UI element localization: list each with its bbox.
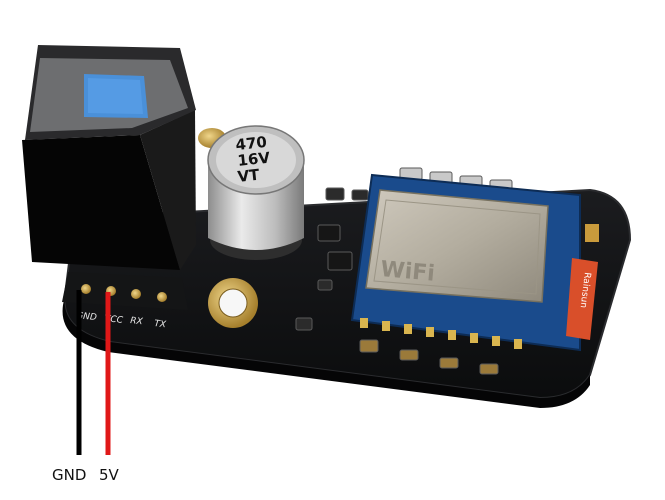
connector-block bbox=[22, 45, 196, 270]
pin-label-vcc: VCC bbox=[104, 314, 124, 326]
ceramic-antenna: Rainsun bbox=[566, 258, 598, 340]
capacitor-label-series: VT bbox=[237, 166, 261, 186]
pin-label-rx: RX bbox=[130, 316, 144, 327]
mounting-hole bbox=[208, 278, 258, 328]
smd-components bbox=[295, 167, 513, 375]
pin-label-tx: TX bbox=[154, 319, 167, 330]
capacitor: 470 16V VT bbox=[207, 125, 305, 260]
header-pins: GND VCC RX TX bbox=[62, 272, 188, 330]
capacitor-label-voltage: 16V bbox=[237, 149, 272, 170]
antenna-label: Rainsun bbox=[578, 272, 592, 309]
module-shield: WiFi bbox=[365, 189, 549, 303]
wifi-module: WiFi Rainsun bbox=[350, 173, 599, 352]
5v-wire-label: 5V bbox=[99, 466, 119, 484]
blue-button-cap bbox=[84, 74, 148, 118]
shield-wifi-mark: WiFi bbox=[379, 257, 435, 287]
antenna-pad bbox=[585, 224, 599, 242]
capacitor-label-value: 470 bbox=[235, 133, 268, 154]
gnd-wire-label: GND bbox=[52, 466, 87, 484]
module-pads bbox=[360, 318, 522, 349]
